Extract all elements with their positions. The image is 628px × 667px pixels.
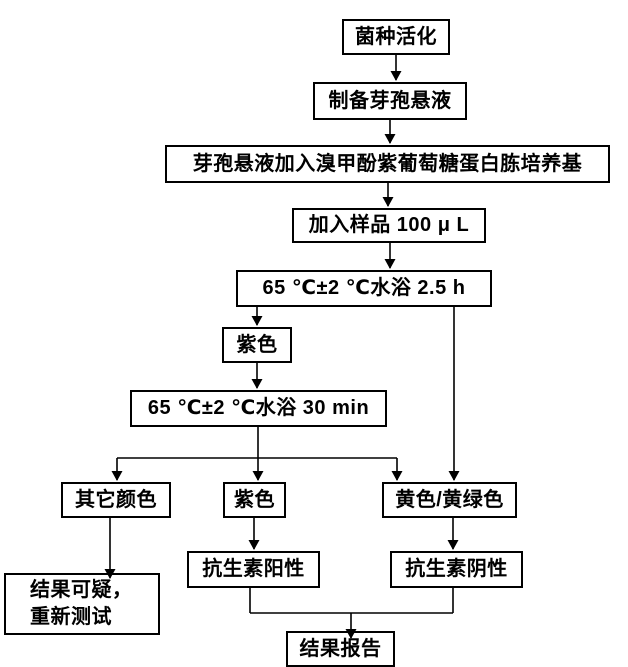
flow-node-add-to-medium: 芽孢悬液加入溴甲酚紫葡萄糖蛋白胨培养基: [165, 145, 610, 183]
flow-node-yellow-yellow-green: 黄色/黄绿色: [382, 482, 517, 518]
flow-node-result-suspicious: 结果可疑， 重新测试: [4, 573, 160, 635]
flow-node-antibiotic-positive: 抗生素阳性: [187, 551, 320, 588]
flow-node-purple-second: 紫色: [223, 482, 286, 518]
flow-node-water-bath-30min: 65 ℃±2 ℃水浴 30 min: [130, 390, 387, 427]
flow-node-add-sample: 加入样品 100 μ L: [292, 208, 486, 243]
flow-node-result-report: 结果报告: [286, 631, 395, 667]
flow-node-purple-first: 紫色: [222, 327, 292, 363]
flow-node-water-bath-2-5h: 65 ℃±2 ℃水浴 2.5 h: [236, 270, 492, 307]
flow-node-other-color: 其它颜色: [61, 482, 171, 518]
flow-node-antibiotic-negative: 抗生素阴性: [390, 551, 523, 588]
flow-node-strain-activation: 菌种活化: [342, 19, 450, 55]
flow-node-prepare-suspension: 制备芽孢悬液: [313, 82, 467, 120]
